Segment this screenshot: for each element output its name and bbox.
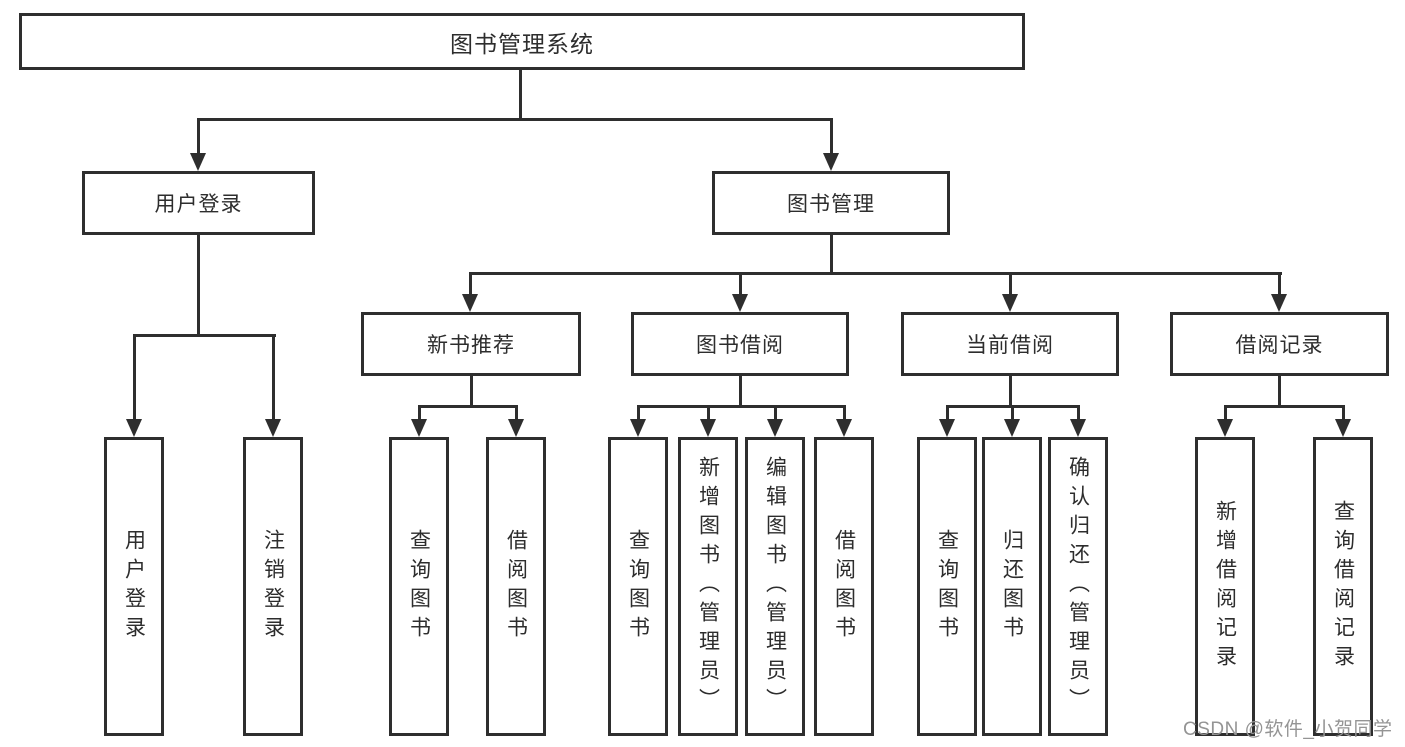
connector-drop — [469, 272, 472, 297]
connector-bar — [197, 118, 833, 121]
connector-drop — [197, 118, 200, 158]
connector-drop — [739, 272, 742, 297]
arrowhead-down-icon — [1217, 419, 1233, 437]
leaf-borrow-books-recommend: 借阅图书 — [486, 437, 546, 736]
node-label: 编辑图书（管理员） — [763, 456, 787, 717]
arrowhead-down-icon — [462, 294, 478, 312]
node-label: 查询图书 — [407, 528, 431, 645]
node-label: 查询借阅记录 — [1331, 499, 1355, 674]
node-label: 新增借阅记录 — [1213, 499, 1237, 674]
node-new-book-recommend: 新书推荐 — [361, 312, 581, 376]
leaf-return-book: 归还图书 — [982, 437, 1042, 736]
leaf-query-books-current: 查询图书 — [917, 437, 977, 736]
node-label: 查询图书 — [935, 528, 959, 645]
node-label: 图书管理系统 — [450, 30, 594, 57]
node-label: 新增图书（管理员） — [696, 456, 720, 717]
arrowhead-down-icon — [700, 419, 716, 437]
leaf-add-borrow-record: 新增借阅记录 — [1195, 437, 1255, 736]
arrowhead-down-icon — [126, 419, 142, 437]
node-label: 查询图书 — [626, 528, 650, 645]
connector-stem — [197, 235, 200, 336]
connector-stem — [1009, 376, 1012, 407]
connector-drop — [418, 405, 421, 421]
leaf-confirm-return-admin: 确认归还（管理员） — [1048, 437, 1108, 736]
connector-drop — [830, 118, 833, 158]
connector-bar — [133, 334, 276, 337]
arrowhead-down-icon — [836, 419, 852, 437]
node-borrow-records: 借阅记录 — [1170, 312, 1389, 376]
arrowhead-down-icon — [1070, 419, 1086, 437]
connector-stem — [739, 376, 742, 407]
node-label: 图书借阅 — [696, 334, 784, 357]
node-label: 归还图书 — [1000, 528, 1024, 645]
arrowhead-down-icon — [190, 153, 206, 171]
node-label: 借阅图书 — [504, 528, 528, 645]
leaf-query-books-borrowing: 查询图书 — [608, 437, 668, 736]
arrowhead-down-icon — [508, 419, 524, 437]
node-library-management-system: 图书管理系统 — [19, 13, 1025, 70]
connector-drop — [1224, 405, 1227, 421]
connector-bar — [469, 272, 1282, 275]
arrowhead-down-icon — [767, 419, 783, 437]
connector-stem — [830, 235, 833, 275]
arrowhead-down-icon — [732, 294, 748, 312]
connector-drop — [707, 405, 710, 421]
arrowhead-down-icon — [630, 419, 646, 437]
arrowhead-down-icon — [1004, 419, 1020, 437]
node-label: 借阅图书 — [832, 528, 856, 645]
connector-bar — [637, 405, 846, 408]
node-user-login: 用户登录 — [82, 171, 315, 235]
connector-drop — [1009, 272, 1012, 297]
connector-drop — [1077, 405, 1080, 421]
arrowhead-down-icon — [411, 419, 427, 437]
connector-drop — [1011, 405, 1014, 421]
leaf-edit-book-admin: 编辑图书（管理员） — [745, 437, 805, 736]
connector-bar — [418, 405, 518, 408]
leaf-query-borrow-record: 查询借阅记录 — [1313, 437, 1373, 736]
leaf-borrow-books: 借阅图书 — [814, 437, 874, 736]
node-book-management: 图书管理 — [712, 171, 950, 235]
node-label: 注销登录 — [261, 528, 285, 645]
arrowhead-down-icon — [1271, 294, 1287, 312]
connector-drop — [774, 405, 777, 421]
connector-drop — [515, 405, 518, 421]
node-label: 图书管理 — [787, 193, 875, 216]
connector-drop — [272, 334, 275, 422]
node-label: 用户登录 — [154, 193, 243, 216]
arrowhead-down-icon — [939, 419, 955, 437]
node-label: 确认归还（管理员） — [1066, 456, 1090, 717]
connector-stem — [1278, 376, 1281, 407]
connector-drop — [637, 405, 640, 421]
leaf-add-book-admin: 新增图书（管理员） — [678, 437, 738, 736]
leaf-logout-login: 注销登录 — [243, 437, 303, 736]
connector-drop — [946, 405, 949, 421]
connector-stem — [519, 70, 522, 120]
connector-stem — [470, 376, 473, 407]
leaf-user-login: 用户登录 — [104, 437, 164, 736]
node-label: 借阅记录 — [1235, 334, 1324, 357]
arrowhead-down-icon — [1002, 294, 1018, 312]
connector-drop — [1342, 405, 1345, 421]
node-current-borrowing: 当前借阅 — [901, 312, 1119, 376]
leaf-query-books-recommend: 查询图书 — [389, 437, 449, 736]
node-label: 新书推荐 — [427, 334, 515, 357]
csdn-watermark: CSDN @软件_小贺同学 — [1183, 719, 1393, 740]
node-label: 当前借阅 — [966, 334, 1054, 357]
connector-drop — [843, 405, 846, 421]
arrowhead-down-icon — [823, 153, 839, 171]
connector-drop — [1278, 272, 1281, 297]
connector-drop — [133, 334, 136, 422]
arrowhead-down-icon — [265, 419, 281, 437]
connector-bar — [1224, 405, 1345, 408]
node-book-borrowing: 图书借阅 — [631, 312, 849, 376]
arrowhead-down-icon — [1335, 419, 1351, 437]
node-label: 用户登录 — [122, 528, 146, 645]
